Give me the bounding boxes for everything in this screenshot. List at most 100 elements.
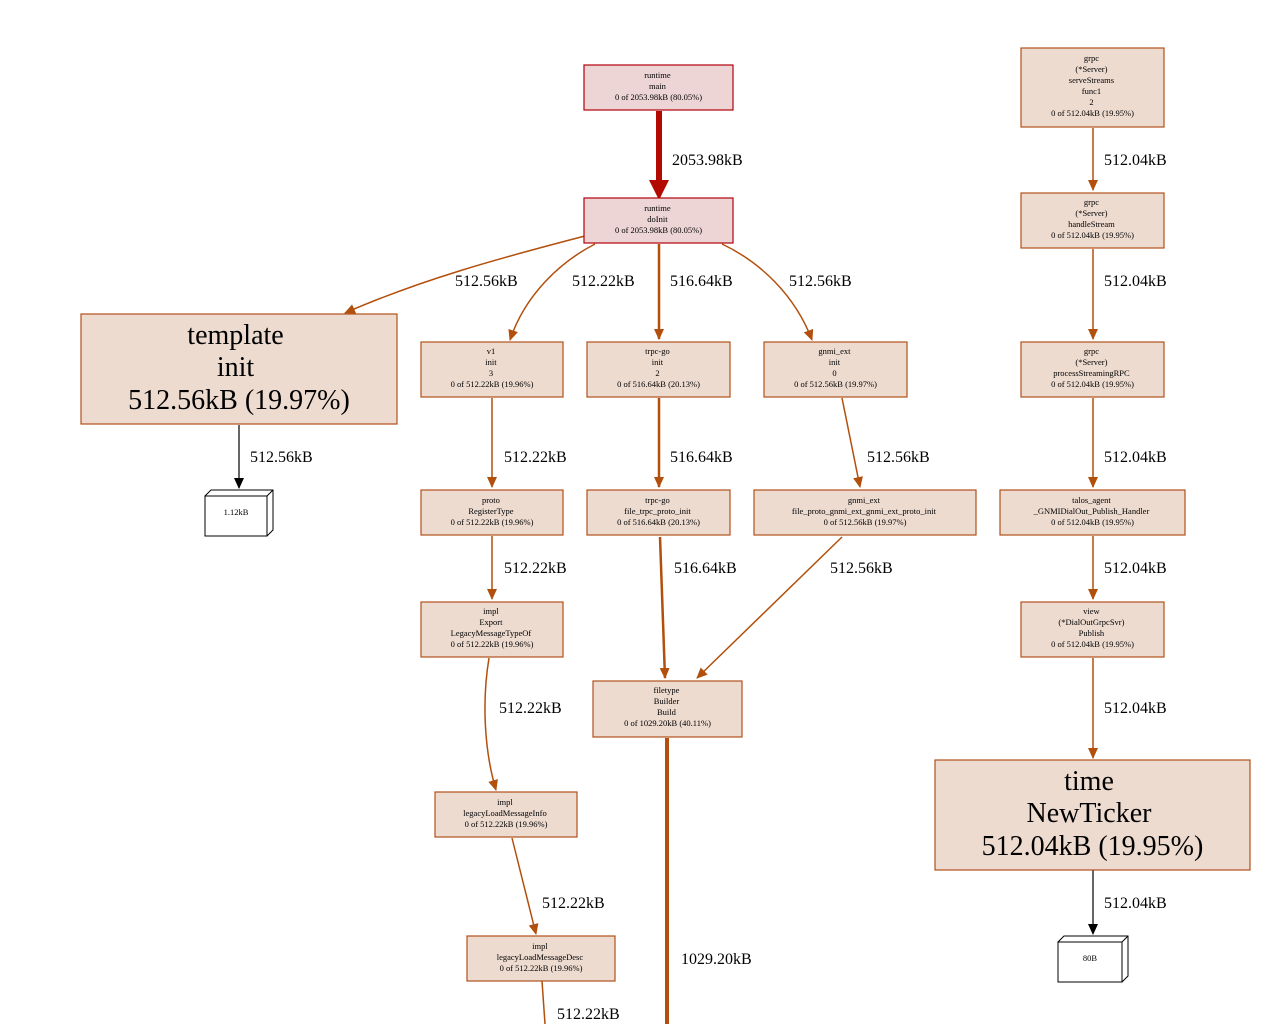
svg-text:v1 init 3: v1 init 3 0 of 512.22kB (19.96%) (451, 346, 534, 389)
node-label-line: 1.12kB (224, 507, 249, 517)
edge-label-doinit-gnmi: 512.56kB (789, 273, 852, 290)
node-label-line: 0 of 512.04kB (19.95%) (1051, 517, 1134, 527)
node-label-line: (*Server) (1075, 64, 1107, 74)
edge-label-export-info: 512.22kB (499, 700, 562, 717)
edge-label-process-talos: 512.04kB (1104, 449, 1167, 466)
svg-text:grpc (*Server): grpc (*Server) handleStream 0 of 512.04k… (1051, 197, 1134, 240)
node-v1-init[interactable]: v1 init 3 0 of 512.22kB (19.96%) (420, 341, 564, 398)
svg-text:runtime doInit: runtime doInit 0 of 2053.98kB (80.05%) (615, 203, 702, 235)
edge-label-serve-handle: 512.04kB (1104, 152, 1167, 169)
node-label-line: RegisterType (468, 506, 513, 516)
edge-label-doinit-trpc: 516.64kB (670, 273, 733, 290)
node-label-line: proto (482, 495, 500, 505)
node-label-line: 0 of 512.22kB (19.96%) (451, 517, 534, 527)
node-label-line: 512.04kB (19.95%) (982, 831, 1204, 862)
node-label-line: Builder (654, 696, 680, 706)
node-leaf-80b[interactable]: 80B (1057, 935, 1129, 983)
node-label-line: handleStream (1068, 219, 1115, 229)
node-label-line: v1 (487, 346, 496, 356)
node-label-line: 0 of 512.04kB (19.95%) (1051, 639, 1134, 649)
node-trpc-init[interactable]: trpc-go init 2 0 of 516.64kB (20.13%) (586, 341, 731, 398)
node-label-line: init (652, 357, 664, 367)
edge-doinit-to-v1 (508, 243, 596, 341)
node-label-line: view (1083, 606, 1100, 616)
edge-label-proto-export: 512.22kB (504, 560, 567, 577)
edge-label-gnmi-file: 512.56kB (867, 449, 930, 466)
node-label-line: 2 (655, 368, 659, 378)
edge-main-to-doinit (649, 111, 669, 200)
node-gnmi-file-init[interactable]: gnmi_ext file_proto_gnmi_ext_gnmi_ext_pr… (753, 489, 977, 536)
node-grpc-servestreams[interactable]: grpc (*Server) serveStreams func1 2 0 of… (1020, 47, 1165, 128)
node-label-line: gnmi_ext (818, 346, 851, 356)
edge-label-main-doinit: 2053.98kB (672, 152, 743, 169)
node-label-line: init (217, 352, 255, 383)
node-grpc-handlestream[interactable]: grpc (*Server) handleStream 0 of 512.04k… (1020, 192, 1165, 249)
node-label-line: Build (657, 707, 677, 717)
node-label-line: gnmi_ext (848, 495, 881, 505)
node-label-line: 80B (1083, 953, 1098, 963)
node-label-line: 3 (489, 368, 493, 378)
edge-label-info-desc: 512.22kB (542, 895, 605, 912)
edge-gnmifile-to-build (696, 536, 843, 679)
node-label-line: runtime (644, 203, 671, 213)
node-runtime-doinit[interactable]: runtime doInit 0 of 2053.98kB (80.05%) (583, 197, 734, 244)
node-impl-export[interactable]: impl Export LegacyMessageTypeOf 0 of 512… (420, 601, 564, 658)
node-label-line: 0 of 512.56kB (19.97%) (794, 379, 877, 389)
node-label-line: talos_agent (1072, 495, 1111, 505)
edge-trpcfile-to-build (658, 536, 670, 679)
node-filetype-build[interactable]: filetype Builder Build 0 of 1029.20kB (4… (592, 680, 743, 738)
svg-text:impl legacyLoadMessage: impl legacyLoadMessageInfo 0 of 512.22kB… (463, 797, 549, 829)
edge-doinit-to-gnmi (721, 243, 814, 341)
svg-text:trpc-go init 2: trpc-go init 2 0 of 516.64kB (20.13%) (617, 346, 700, 389)
node-template-init[interactable]: template init 512.56kB (19.97%) (80, 313, 398, 425)
node-label-line: NewTicker (1027, 798, 1153, 829)
node-label-line: (*Server) (1075, 208, 1107, 218)
edge-label-v1-proto: 512.22kB (504, 449, 567, 466)
edge-label-desc-down: 512.22kB (557, 1006, 620, 1023)
node-label-line: processStreamingRPC (1053, 368, 1130, 378)
node-label-line: impl (483, 606, 499, 616)
node-label-line: 0 of 512.04kB (19.95%) (1051, 379, 1134, 389)
node-time-newticker[interactable]: time NewTicker 512.04kB (19.95%) (934, 759, 1251, 871)
node-label-line: 0 of 512.22kB (19.96%) (500, 963, 583, 973)
node-impl-loadmessageinfo[interactable]: impl legacyLoadMessageInfo 0 of 512.22kB… (434, 791, 578, 838)
node-label-line: grpc (1084, 346, 1099, 356)
edge-label-view-time: 512.04kB (1104, 700, 1167, 717)
node-runtime-main[interactable]: runtime main 0 of 2053.98kB (80.05%) (583, 64, 734, 111)
node-label-line: Export (479, 617, 503, 627)
node-label-line: legacyLoadMessageDesc (497, 952, 584, 962)
svg-text:filetype Builder: filetype Builder Build 0 of 1029.20kB (4… (624, 685, 711, 728)
node-label-line: 0 of 512.22kB (19.96%) (465, 819, 548, 829)
node-leaf-1-12kb[interactable]: 1.12kB (204, 489, 274, 537)
node-label-line: init (485, 357, 497, 367)
svg-text:trpc-go file_trpc_prot: trpc-go file_trpc_proto_init 0 of 516.64… (617, 495, 700, 527)
node-trpc-file-init[interactable]: trpc-go file_trpc_proto_init 0 of 516.64… (586, 489, 731, 536)
edge-export-to-loadinfo (484, 657, 498, 791)
node-label-line: grpc (1084, 197, 1099, 207)
node-label-line: (*DialOutGrpcSvr) (1058, 617, 1124, 627)
svg-text:gnmi_ext init: gnmi_ext init 0 0 of 512.56kB (19.97%) (794, 346, 877, 389)
node-view-publish[interactable]: view (*DialOutGrpcSvr) Publish 0 of 512.… (1020, 601, 1165, 658)
edge-label-talos-view: 512.04kB (1104, 560, 1167, 577)
edge-loaddesc-down (541, 980, 546, 1024)
node-label-line: 0 of 516.64kB (20.13%) (617, 517, 700, 527)
node-label-line: 0 of 2053.98kB (80.05%) (615, 92, 702, 102)
node-label-line: filetype (653, 685, 679, 695)
node-label-line: grpc (1084, 53, 1099, 63)
node-talos-handler[interactable]: talos_agent _GNMIDialOut_Publish_Handler… (999, 489, 1186, 536)
svg-text:template init: template init 512.56kB (19.97%) (128, 320, 350, 416)
edge-label-doinit-v1: 512.22kB (572, 273, 635, 290)
node-impl-loadmessagedesc[interactable]: impl legacyLoadMessageDesc 0 of 512.22kB… (466, 935, 616, 982)
edge-label-build-down: 1029.20kB (681, 951, 752, 968)
node-label-line: 0 of 512.04kB (19.95%) (1051, 230, 1134, 240)
node-gnmi-init[interactable]: gnmi_ext init 0 0 of 512.56kB (19.97%) (763, 341, 908, 398)
node-label-line: Publish (1079, 628, 1105, 638)
node-label-line: 0 of 2053.98kB (80.05%) (615, 225, 702, 235)
node-label-line: 0 of 516.64kB (20.13%) (617, 379, 700, 389)
node-proto-registertype[interactable]: proto RegisterType 0 of 512.22kB (19.96%… (420, 489, 564, 536)
svg-text:impl Export Le: impl Export LegacyMessageTypeOf 0 of 512… (451, 606, 534, 649)
edge-label-doinit-template: 512.56kB (455, 273, 518, 290)
svg-text:time NewTicker: time NewTicker 512.04kB (19.95%) (982, 766, 1204, 862)
node-grpc-processstreamingrpc[interactable]: grpc (*Server) processStreamingRPC 0 of … (1020, 341, 1165, 398)
